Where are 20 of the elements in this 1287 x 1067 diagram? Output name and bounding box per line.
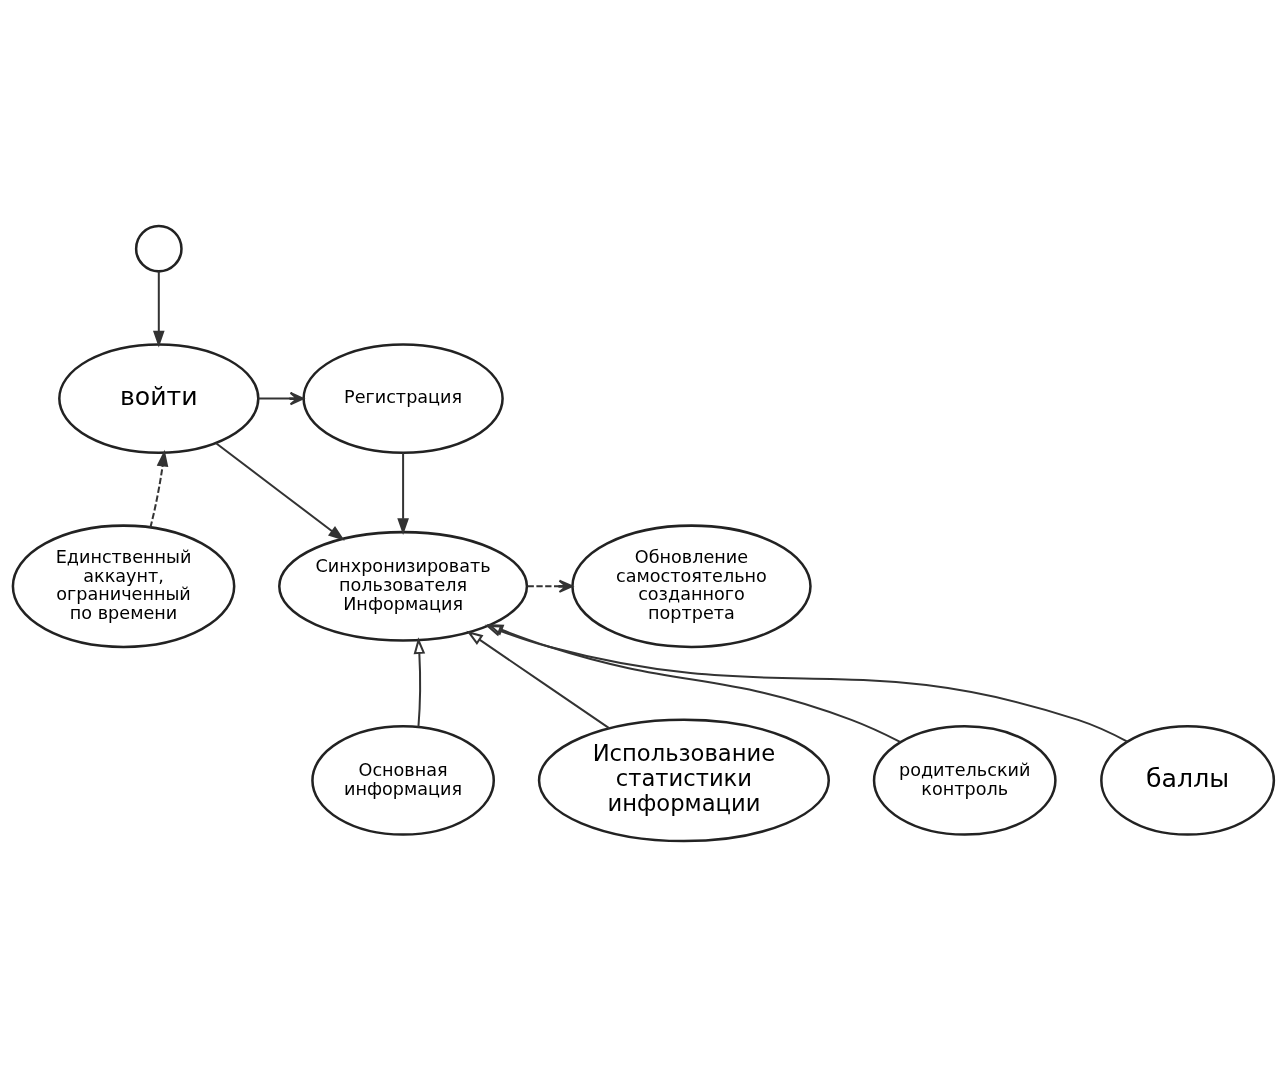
node-person: [134, 224, 183, 273]
arrow: [484, 624, 1128, 743]
node-ellipse: Единственный аккаунт, ограниченный по времени: [11, 524, 236, 649]
node-ellipse: Использование статистики информации: [537, 718, 830, 843]
arrow: [413, 637, 426, 727]
arrow: [153, 271, 165, 348]
node-ellipse: родительский контроль: [872, 725, 1057, 836]
node-ellipse: войти: [58, 343, 260, 454]
arrow: [149, 449, 169, 528]
node-ellipse: Синхронизировать пользователя Информация: [278, 530, 529, 642]
node-ellipse: Обновление самостоятельно созданного портрета: [571, 524, 812, 649]
node-ellipse: Регистрация: [302, 343, 504, 454]
node-ellipse: баллы: [1100, 725, 1276, 836]
arrow: [215, 442, 345, 541]
arrow: [466, 630, 610, 729]
arrow: [258, 391, 305, 406]
arrow: [486, 624, 901, 743]
arrow: [397, 452, 409, 535]
node-ellipse: Основная информация: [311, 725, 495, 836]
arrow: [527, 579, 574, 593]
